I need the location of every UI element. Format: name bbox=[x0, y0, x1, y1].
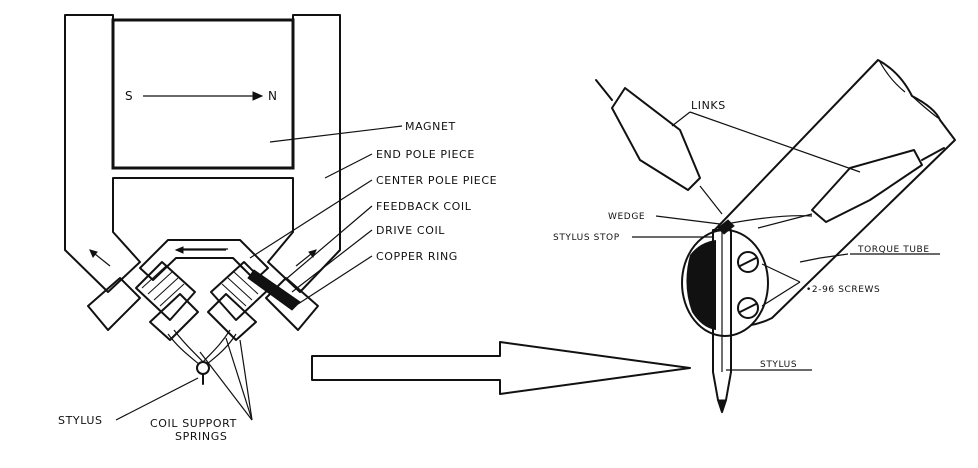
label-coil-support-line1: COIL SUPPORT bbox=[150, 417, 237, 430]
label-center-pole-piece: CENTER POLE PIECE bbox=[376, 174, 497, 187]
flux-arrows bbox=[89, 246, 317, 267]
magnet bbox=[111, 18, 295, 170]
right-coil-housing bbox=[207, 293, 257, 341]
left-coil-housing bbox=[149, 293, 199, 341]
label-copper-ring: COPPER RING bbox=[376, 250, 458, 263]
left-pole-shoe bbox=[87, 277, 141, 331]
label-stylus-stop: STYLUS STOP bbox=[553, 233, 620, 243]
right-leader-lines bbox=[632, 111, 940, 371]
driver-cross-section: S N MAGNET END POLE PIECE CENTER POLE PI… bbox=[58, 14, 497, 443]
label-links: LINKS bbox=[691, 99, 726, 112]
stylus-tip bbox=[196, 361, 210, 375]
stylus-assembly: LINKS WEDGE STYLUS STOP TORQUE TUBE •2-9… bbox=[553, 59, 956, 414]
left-drive-coil bbox=[135, 261, 196, 321]
label-coil-support-line2: SPRINGS bbox=[175, 430, 227, 443]
label-end-pole-piece: END POLE PIECE bbox=[376, 148, 475, 161]
label-drive-coil: DRIVE COIL bbox=[376, 224, 445, 237]
pole-north: N bbox=[268, 89, 278, 103]
label-magnet: MAGNET bbox=[405, 120, 456, 133]
coil-support-springs bbox=[167, 329, 237, 366]
left-leader-lines bbox=[115, 125, 403, 421]
label-stylus-left: STYLUS bbox=[58, 414, 103, 427]
pole-south: S bbox=[125, 89, 133, 103]
right-pole-shoe bbox=[265, 277, 319, 331]
end-pole-piece bbox=[64, 14, 341, 293]
right-drive-coil bbox=[210, 261, 271, 321]
link-left bbox=[611, 87, 701, 191]
tube-end-shading bbox=[686, 240, 716, 330]
direction-arrow bbox=[311, 341, 691, 395]
label-screws: •2-96 SCREWS bbox=[806, 285, 880, 295]
label-torque-tube: TORQUE TUBE bbox=[857, 245, 930, 255]
label-wedge: WEDGE bbox=[608, 212, 645, 222]
label-feedback-coil: FEEDBACK COIL bbox=[376, 200, 472, 213]
label-stylus-right: STYLUS bbox=[760, 360, 797, 370]
